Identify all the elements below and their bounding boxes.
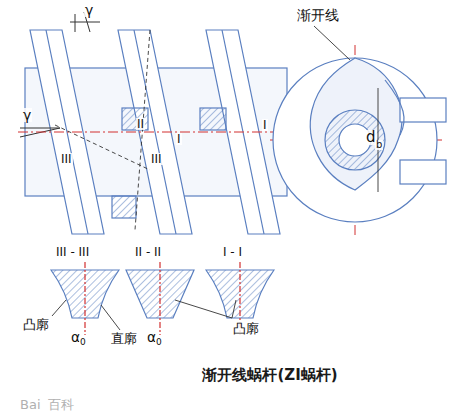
label: III: [150, 153, 163, 165]
label: 0: [79, 338, 87, 347]
label: γ: [84, 3, 94, 17]
label: b: [375, 140, 383, 150]
label: 0: [155, 338, 163, 347]
label: 凸廓: [22, 318, 50, 331]
label: III - III: [55, 246, 90, 258]
section-axis: [159, 262, 160, 335]
label: 渐开线: [296, 8, 340, 22]
label: III: [60, 153, 73, 165]
section-axis: [84, 262, 85, 335]
label: I: [176, 133, 182, 145]
label: Bai: [20, 398, 41, 411]
label: 直廓: [110, 332, 138, 345]
label: I: [262, 119, 268, 131]
label: II - II: [134, 246, 162, 258]
label: 凸廓: [232, 322, 260, 335]
label: I - I: [222, 246, 243, 258]
label: II: [136, 118, 145, 130]
caption: 渐开线蜗杆(ZI蜗杆): [202, 368, 337, 383]
label: γ: [22, 108, 32, 122]
label: 百科: [48, 398, 74, 411]
